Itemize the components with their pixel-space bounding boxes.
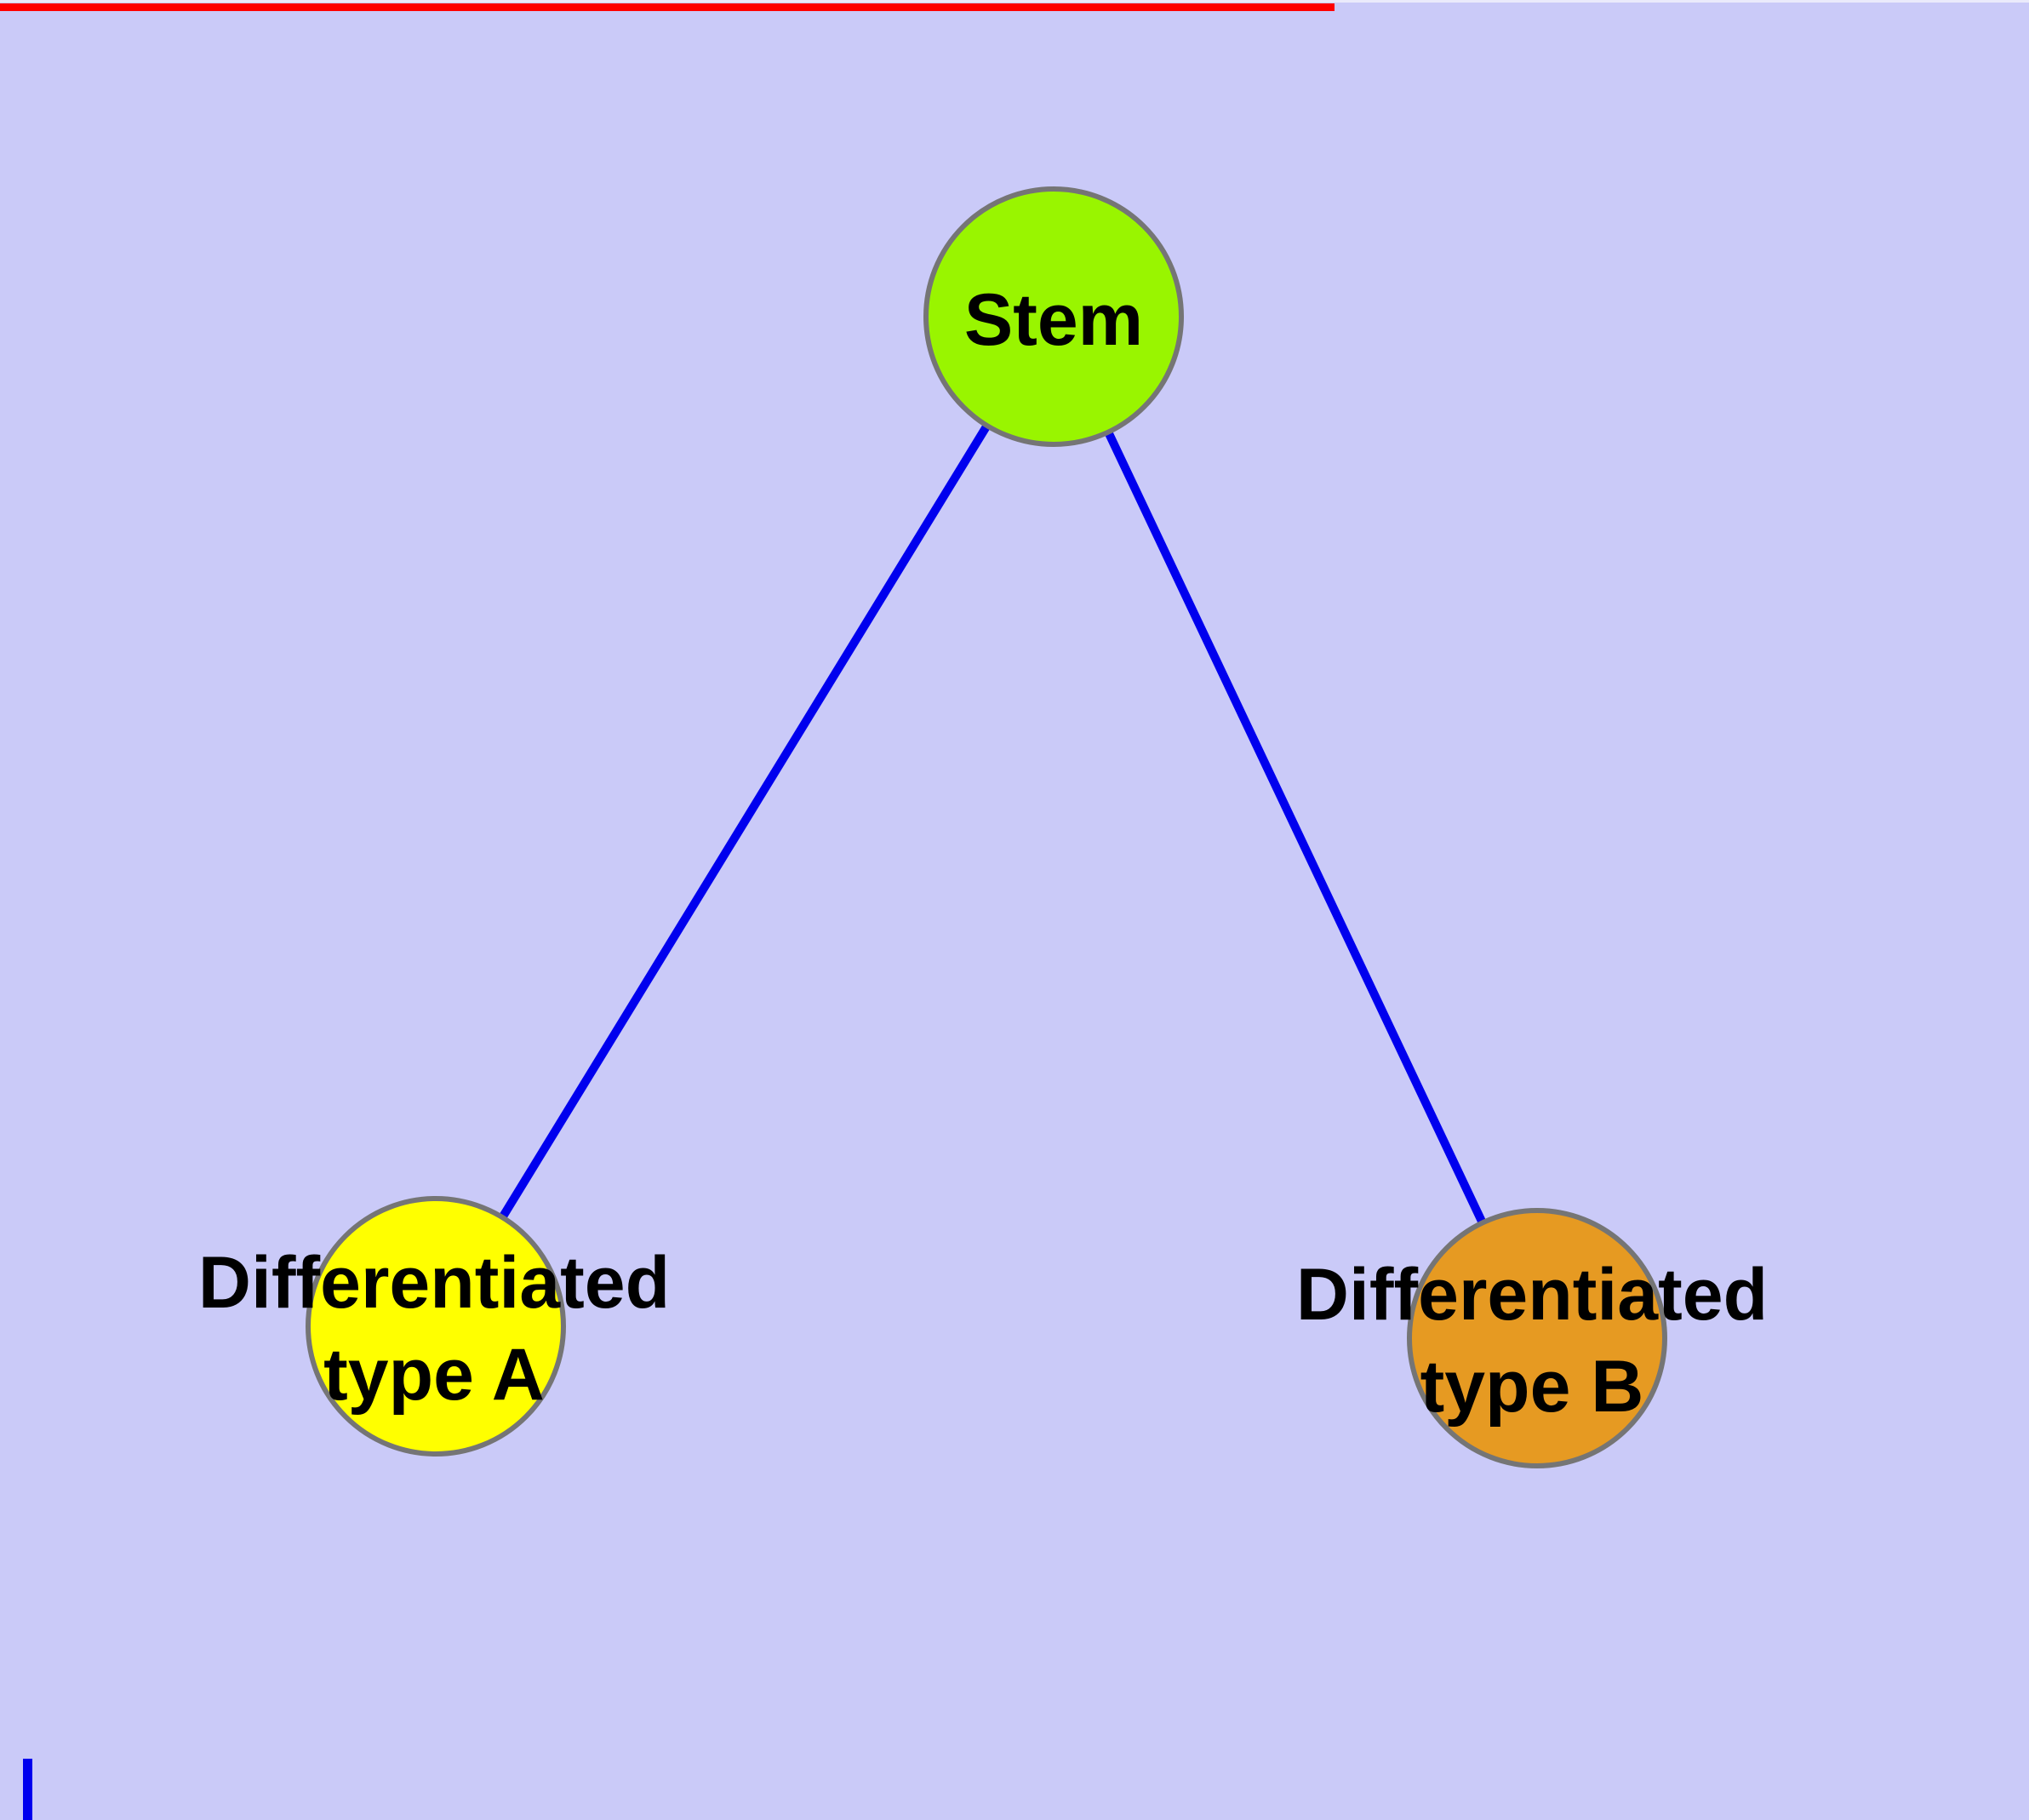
node-differentiated-type-b[interactable] [1407, 1208, 1667, 1468]
progress-bar[interactable] [0, 3, 1335, 11]
node-type-b-label-line2: type B [1420, 1346, 1644, 1428]
node-type-a-label-line1: Differentiated [198, 1242, 670, 1324]
edge-stem-to-type-a [432, 314, 1058, 1329]
node-differentiated-type-a[interactable] [306, 1196, 566, 1457]
node-stem-label: Stem [964, 279, 1143, 361]
node-type-a-label-line2: type A [323, 1334, 545, 1416]
bottom-left-tick [23, 1759, 32, 1820]
node-type-b-label-line1: Differentiated [1296, 1254, 1768, 1336]
edge-stem-to-type-b [1049, 314, 1541, 1341]
top-edge-highlight [0, 0, 2029, 3]
node-stem[interactable] [923, 186, 1184, 447]
